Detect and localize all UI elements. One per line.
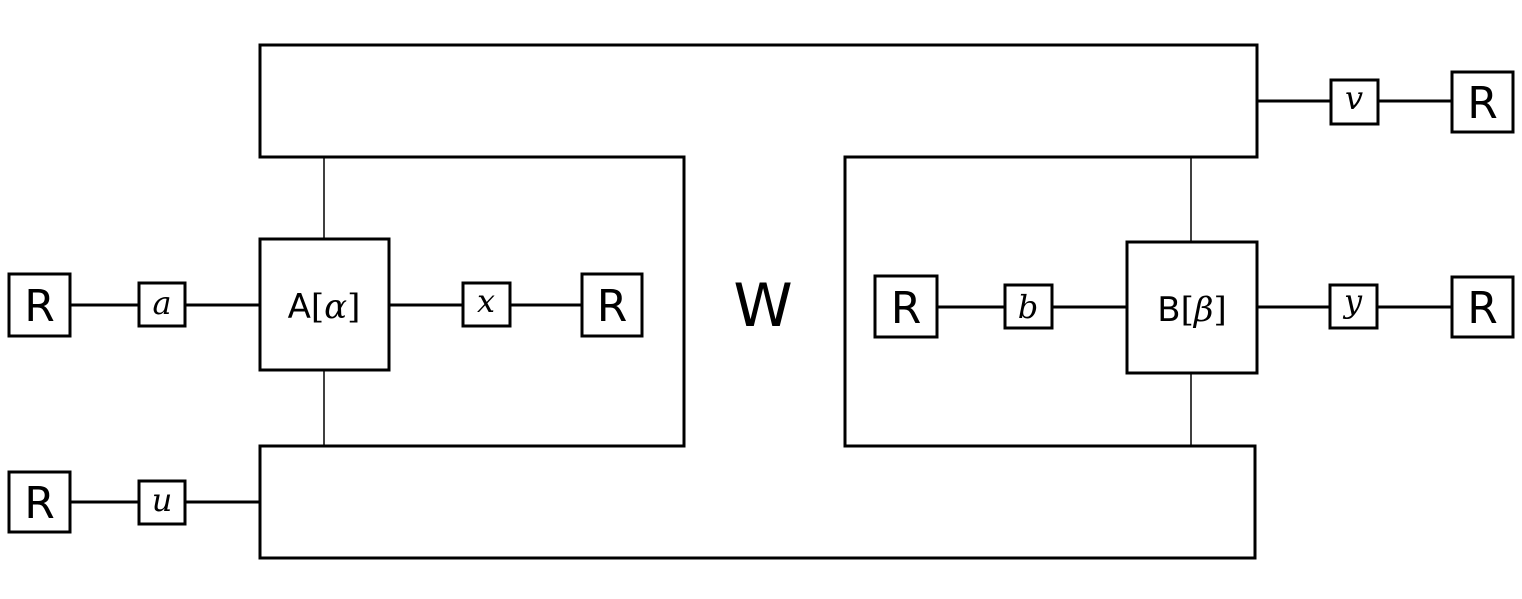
svg-text:y: y	[1342, 282, 1363, 320]
svg-text:A[α]: A[α]	[288, 287, 361, 327]
r-box-v-row: R	[1450, 70, 1515, 134]
b-box-letter: B	[1157, 290, 1180, 330]
w-label: W	[733, 271, 792, 341]
svg-text:R: R	[24, 478, 55, 529]
a-process-box: A[α]	[258, 237, 391, 372]
r-box-a-row: R	[7, 272, 72, 338]
svg-text:u: u	[152, 481, 173, 519]
r-box-b-row: R	[873, 274, 939, 339]
b-box-open-bracket: [	[1181, 290, 1194, 330]
b-process-box: B[β]	[1125, 240, 1259, 375]
u-small-box: u	[137, 479, 187, 526]
r-box-x-row: R	[580, 272, 644, 338]
svg-text:b: b	[1018, 288, 1038, 326]
y-small-box: y	[1328, 282, 1379, 330]
svg-text:R: R	[1467, 78, 1498, 129]
a-box-open-bracket: [	[311, 287, 324, 327]
b-small-box: b	[1003, 283, 1054, 330]
v-small-box: v	[1329, 78, 1380, 126]
x-small-box: x	[461, 281, 512, 328]
svg-text:x: x	[477, 282, 495, 320]
svg-text:a: a	[152, 284, 171, 322]
a-small-box: a	[137, 281, 187, 328]
b-box-close-bracket: ]	[1213, 290, 1226, 330]
r-box-u-row: R	[7, 470, 72, 534]
a-box-close-bracket: ]	[347, 287, 360, 327]
a-box-letter: A	[288, 287, 311, 327]
b-box-param: β	[1192, 290, 1214, 330]
svg-text:R: R	[24, 281, 55, 332]
svg-text:R: R	[597, 281, 628, 332]
w-comb-outline	[258, 43, 1259, 560]
a-box-param: α	[324, 287, 347, 327]
svg-text:v: v	[1345, 79, 1363, 117]
r-box-y-row: R	[1450, 275, 1515, 339]
svg-text:R: R	[891, 283, 922, 334]
svg-text:B[β]: B[β]	[1157, 290, 1227, 330]
svg-text:R: R	[1467, 283, 1498, 334]
